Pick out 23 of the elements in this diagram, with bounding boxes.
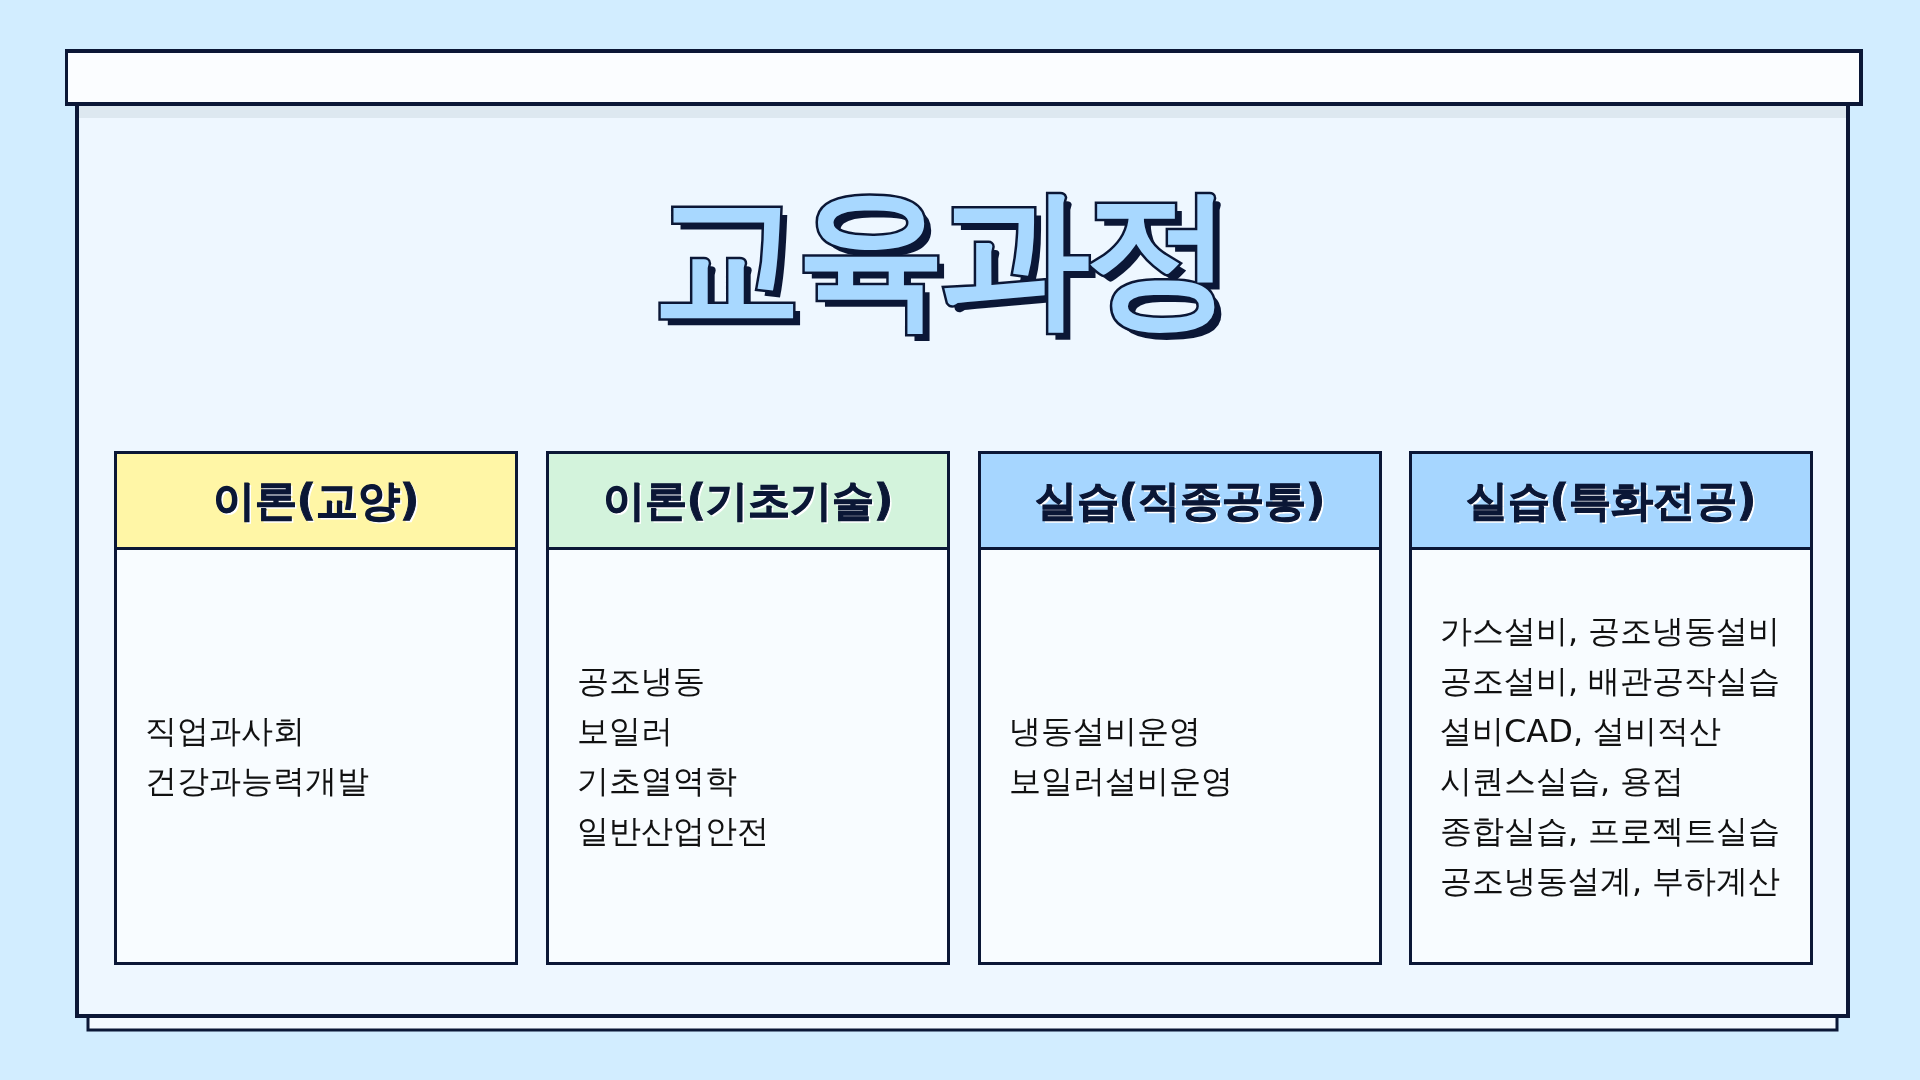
course-item: 냉동설비운영 xyxy=(1009,711,1201,752)
course-card xyxy=(114,451,518,965)
course-item: 공조냉동설계, 부하계산 xyxy=(1440,861,1781,902)
course-item: 보일러 xyxy=(577,711,673,752)
course-item: 공조설비, 배관공작실습 xyxy=(1440,661,1781,702)
course-item: 가스설비, 공조냉동설비 xyxy=(1440,611,1781,652)
course-item: 건강과능력개발 xyxy=(145,761,369,802)
course-card xyxy=(1409,451,1813,965)
course-item: 기초열역학 xyxy=(577,761,737,802)
course-item: 직업과사회 xyxy=(145,711,305,752)
card-header: 이론(기초기술) xyxy=(549,454,947,550)
course-item: 설비CAD, 설비적산 xyxy=(1440,711,1722,752)
course-item: 시퀀스실습, 용접 xyxy=(1440,761,1685,802)
card-header: 실습(직종공통) xyxy=(981,454,1379,550)
course-item: 일반산업안전 xyxy=(577,811,769,852)
course-item: 보일러설비운영 xyxy=(1009,761,1233,802)
course-item: 종합실습, 프로젝트실습 xyxy=(1440,811,1781,852)
card-header: 이론(교양) xyxy=(117,454,515,550)
title: 교육과정 xyxy=(651,175,1229,340)
course-item: 공조냉동 xyxy=(577,661,705,702)
course-card xyxy=(978,451,1382,965)
course-card xyxy=(546,451,950,965)
card-header: 실습(특화전공) xyxy=(1412,454,1810,550)
